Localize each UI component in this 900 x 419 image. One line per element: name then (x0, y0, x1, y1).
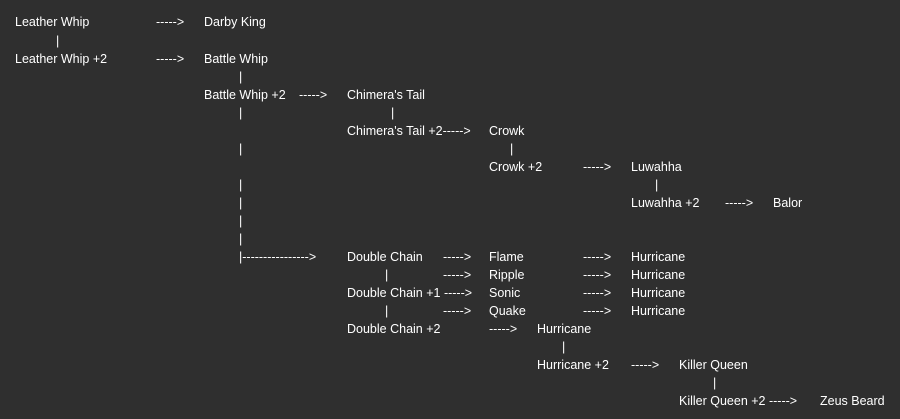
arrow-3: -----> (299, 88, 328, 102)
ripple: Ripple (489, 268, 525, 282)
killer-queen: Killer Queen (679, 358, 748, 372)
pipe-6: | (510, 142, 514, 156)
arrow-7: -----> (583, 250, 612, 264)
arrow-14: -----> (631, 358, 660, 372)
battle-whip: Battle Whip (204, 52, 268, 66)
zeus-beard: Zeus Beard (820, 394, 885, 408)
flame: Flame (489, 250, 524, 264)
luwahha-2: Luwahha +2 (631, 196, 700, 210)
arrow-12: -----> (583, 304, 612, 318)
leather-whip-2: Leather Whip +2 (15, 52, 108, 66)
hurricane-4: Hurricane (631, 304, 686, 318)
hurricane-1: Hurricane (631, 250, 686, 264)
chimeras-tail: Chimera's Tail (347, 88, 425, 102)
pipe-14: | (562, 340, 566, 354)
pipe-13: | (385, 304, 389, 318)
double-chain-2: Double Chain +2 (347, 322, 441, 336)
darby-king: Darby King (204, 15, 266, 29)
arrow-2: -----> (156, 52, 185, 66)
arrow-8: -----> (443, 268, 472, 282)
hurricane-3: Hurricane (631, 286, 686, 300)
arrow-13: -----> (489, 322, 518, 336)
sonic: Sonic (489, 286, 521, 300)
long-arrow: |----------------> (239, 250, 317, 264)
arrow-5: -----> (725, 196, 754, 210)
arrow-11: -----> (443, 304, 472, 318)
pipe-10: | (239, 214, 243, 228)
arrow-6: -----> (443, 250, 472, 264)
pipe-8: | (655, 178, 659, 192)
pipe-4: | (391, 106, 395, 120)
pipe-12: | (385, 268, 389, 282)
hurricane-5: Hurricane (537, 322, 592, 336)
arrow-10: -----> (583, 286, 612, 300)
pipe-11: | (239, 232, 243, 246)
quake: Quake (489, 304, 526, 318)
pipe-5: | (239, 142, 243, 156)
crowk: Crowk (489, 124, 525, 138)
hurricane-2: Hurricane (631, 268, 686, 282)
double-chain: Double Chain (347, 250, 423, 264)
chimeras-tail-2: Chimera's Tail +2-----> (347, 124, 471, 138)
crowk-2: Crowk +2 (489, 160, 543, 174)
leather-whip: Leather Whip (15, 15, 90, 29)
pipe-9: | (239, 196, 243, 210)
arrow-9: -----> (583, 268, 612, 282)
pipe-3: | (239, 106, 243, 120)
luwahha: Luwahha (631, 160, 682, 174)
pipe-2: | (239, 70, 243, 84)
balor: Balor (773, 196, 803, 210)
pipe-7: | (239, 178, 243, 192)
arrow-1: -----> (156, 15, 185, 29)
arrow-4: -----> (583, 160, 612, 174)
killer-queen-2: Killer Queen +2 -----> (679, 394, 798, 408)
hurricane-6: Hurricane +2 (537, 358, 609, 372)
double-chain-1: Double Chain +1 -----> (347, 286, 473, 300)
pipe-15: | (713, 376, 717, 390)
battle-whip-2: Battle Whip +2 (204, 88, 286, 102)
pipe-1: | (56, 34, 60, 48)
